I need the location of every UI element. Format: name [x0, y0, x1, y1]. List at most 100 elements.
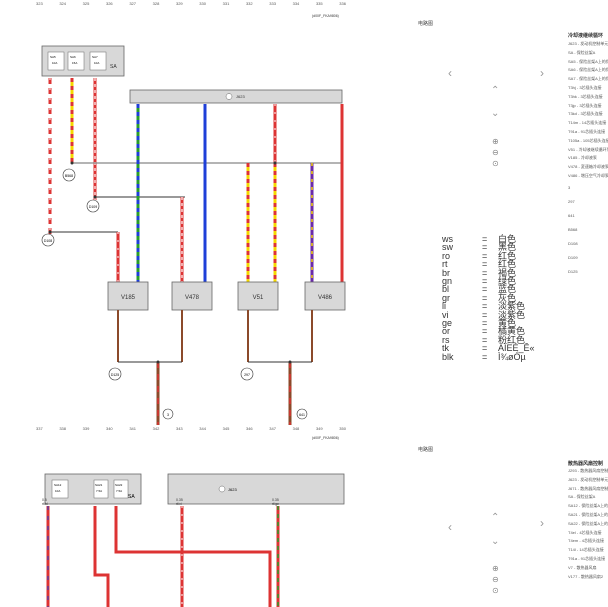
point-641: [296, 408, 308, 420]
ruler-tick: 323: [36, 1, 43, 6]
ruler-tick: 332: [245, 1, 253, 6]
component-item[interactable]: V478 - 変速箱冷却液泵: [568, 164, 608, 170]
ruler-tick: 346: [245, 426, 253, 431]
prev-page-icon[interactable]: ‹: [448, 520, 452, 534]
ruler-tick: 339: [82, 426, 90, 431]
component-item[interactable]: SA5 - 保险丝架A上的保险丝5: [568, 58, 608, 64]
component-item[interactable]: T3hj - 3芯插头连接: [568, 84, 602, 90]
component-item[interactable]: SA - 保险丝架A: [568, 494, 596, 500]
scroll-up-icon[interactable]: ⌃: [491, 512, 500, 523]
component-list-1: J623 - 发动机控制单元 SA - 保险丝架A SA5 - 保险丝架A上的保…: [568, 40, 608, 279]
part-v51: [237, 281, 279, 311]
component-item[interactable]: T105a - 105芯插头连接: [568, 137, 608, 143]
component-item[interactable]: V51 - 冷却液继续循环泵: [568, 146, 608, 152]
zoom-out-icon[interactable]: ⊖: [492, 148, 499, 157]
component-item[interactable]: 297: [568, 198, 575, 204]
wiring-diagram-1[interactable]: V185 V478 V51 V486 B568 D109 D108 D125 2…: [0, 0, 360, 440]
zoom-in-icon[interactable]: ⊕: [492, 137, 499, 146]
component-item[interactable]: SA22 - 保险丝架A上的保险丝22: [568, 520, 608, 526]
ruler-tick: 344: [199, 426, 206, 431]
zoom-fit-icon[interactable]: ⊙: [492, 586, 499, 595]
next-page-icon[interactable]: ›: [540, 66, 544, 80]
legend-row: tk=ÄÏEÉ_Ê«: [442, 343, 535, 354]
ruler-tick: 331: [222, 1, 230, 6]
ruler-tick: 333: [269, 1, 276, 6]
component-item[interactable]: SA - 保险丝架A: [568, 49, 596, 55]
ruler-tick: 325: [82, 1, 90, 6]
ruler-tick: 348: [292, 426, 300, 431]
component-item[interactable]: V177 - 散热器风扇2: [568, 573, 604, 579]
section-label: 电路图: [418, 447, 434, 453]
svg-text:D109: D109: [89, 205, 97, 209]
component-item[interactable]: V7 - 散热器风扇: [568, 564, 597, 570]
point-297: [240, 367, 254, 381]
svg-text:J623: J623: [236, 94, 245, 99]
component-item[interactable]: T91a - 91芯插头连接: [568, 555, 606, 561]
legend-row: ge=黄色: [442, 318, 517, 329]
svg-text:SA22: SA22: [115, 483, 123, 487]
wire-tag: 0.35 rt/ge: [272, 498, 280, 506]
zoom-fit-icon[interactable]: ⊙: [492, 159, 499, 168]
component-item[interactable]: J671 - 散热器风扇控制单元2: [568, 485, 608, 491]
component-item[interactable]: V185 - 冷却液泵: [568, 155, 597, 161]
legend-row: bl=蓝色: [442, 284, 517, 295]
ruler-mid: 337 338 339 340 341 342 343 344 345 346 …: [36, 426, 346, 434]
component-item[interactable]: 3: [568, 184, 571, 190]
svg-text:SA6: SA6: [70, 55, 76, 59]
ruler-tick: 326: [105, 1, 113, 6]
legend-row: blk=Ì¾øÓµ: [442, 351, 526, 362]
svg-text:10A: 10A: [55, 489, 60, 493]
svg-text:7.5A: 7.5A: [116, 489, 122, 493]
svg-text:SA: SA: [110, 64, 117, 70]
doc-title: 散热器风扇控制: [568, 461, 604, 467]
component-item[interactable]: SA7 - 保险丝架A上的保险丝7: [568, 76, 608, 82]
svg-text:3: 3: [167, 413, 169, 417]
legend-row: gr=灰色: [442, 292, 517, 303]
ruler-tick: 336: [339, 1, 346, 6]
ecu-j623-box: [167, 473, 345, 505]
component-item[interactable]: SA12 - 保险丝架A上的保险丝12: [568, 503, 608, 509]
component-item[interactable]: D108: [568, 240, 578, 246]
component-item[interactable]: D109: [568, 254, 578, 260]
scroll-down-icon[interactable]: ⌄: [491, 108, 500, 119]
component-item[interactable]: T3hk - 3芯插头连接: [568, 93, 603, 99]
wire-red-1: [93, 506, 110, 607]
component-item[interactable]: 641: [568, 212, 575, 218]
component-item[interactable]: D125: [568, 268, 578, 274]
ruler-tick: 334: [292, 1, 300, 6]
component-item[interactable]: J293 - 散热器风扇控制单元: [568, 468, 608, 473]
component-item[interactable]: B568: [568, 226, 578, 232]
svg-text:V478: V478: [185, 295, 200, 301]
svg-text:SA: SA: [128, 494, 135, 500]
scroll-down-icon[interactable]: ⌄: [491, 536, 500, 547]
component-item[interactable]: T3kd - 3芯插头连接: [568, 111, 603, 117]
point-3: [162, 408, 174, 420]
prev-page-icon[interactable]: ‹: [448, 66, 452, 80]
ruler-tick: 330: [199, 1, 206, 6]
component-item[interactable]: T3jp - 3芯插头连接: [568, 102, 602, 108]
component-item[interactable]: SA6 - 保险丝架A上的保险丝6: [568, 67, 608, 73]
zoom-in-icon[interactable]: ⊕: [492, 564, 499, 573]
wiring-diagram-2[interactable]: J623 SA SA12 10A SA21 7.5A SA22 7.5A: [0, 470, 360, 607]
component-item[interactable]: T4el - 4芯插头连接: [568, 529, 602, 535]
part-v478: [171, 281, 213, 311]
svg-text:SA5: SA5: [50, 55, 56, 59]
ruler-tick: 328: [152, 1, 160, 6]
scroll-up-icon[interactable]: ⌃: [491, 85, 500, 96]
component-item[interactable]: SA21 - 保险丝架A上的保险丝21: [568, 511, 608, 517]
component-item[interactable]: T91a - 91芯插头连接: [568, 128, 606, 134]
ruler-tick: 349: [315, 426, 323, 431]
zoom-out-icon[interactable]: ⊖: [492, 575, 499, 584]
svg-text:SA12: SA12: [54, 483, 62, 487]
diagram-code: (d00F_FKA9806): [312, 436, 339, 440]
next-page-icon[interactable]: ›: [540, 516, 544, 530]
component-item[interactable]: J623 - 发动机控制单元: [568, 41, 608, 46]
wire-tag: 0.5 rt/bl: [42, 498, 48, 506]
component-item[interactable]: V486 - 增压空气冷却泵: [568, 172, 608, 178]
component-item[interactable]: T14l - 14芯插头连接: [568, 547, 604, 553]
component-item[interactable]: T14m - 14芯插头连接: [568, 120, 607, 126]
legend-row: rt=红色: [442, 259, 517, 270]
component-item[interactable]: T4em - 4芯插头连接: [568, 538, 605, 544]
component-item[interactable]: J623 - 发动机控制单元: [568, 476, 608, 482]
svg-text:D108: D108: [44, 239, 52, 243]
